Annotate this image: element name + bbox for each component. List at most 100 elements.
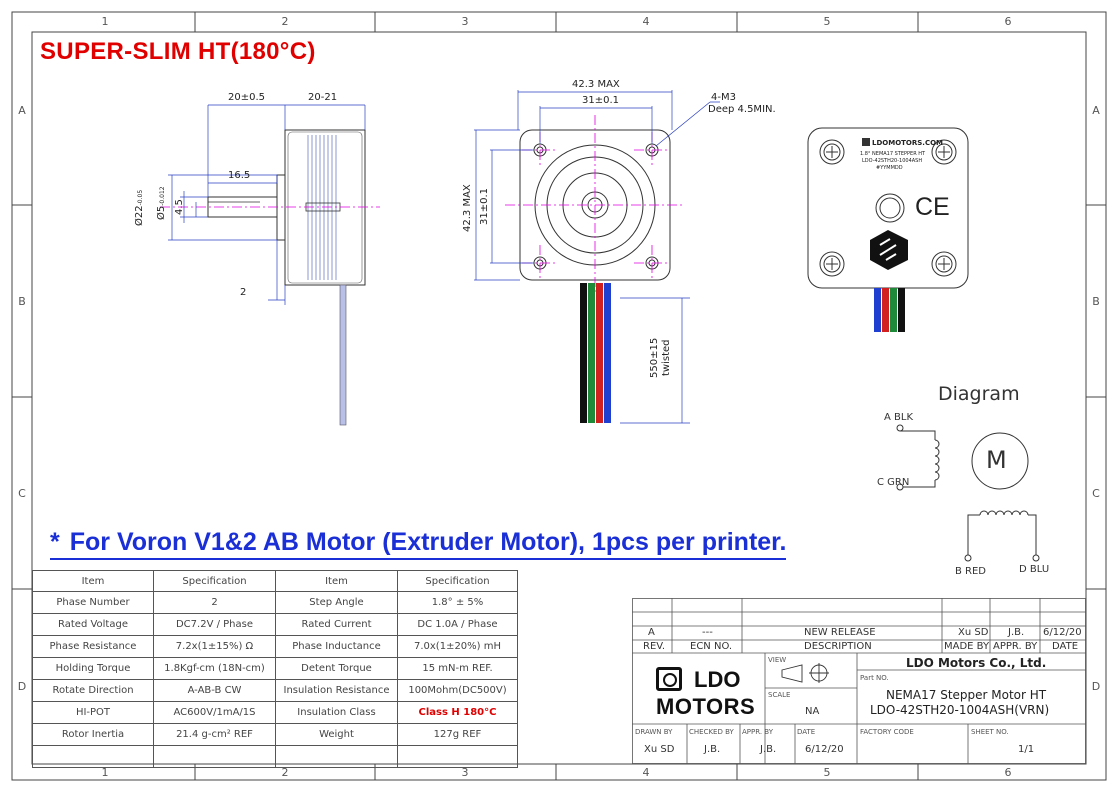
thread-depth: Deep 4.5MIN.	[708, 104, 776, 115]
table-cell: 1.8° ± 5%	[397, 591, 518, 614]
drawn-by-label: DRAWN BY	[635, 728, 673, 736]
part-name: NEMA17 Stepper Motor HT	[886, 688, 1047, 702]
zone-row-b-right: B	[1092, 295, 1100, 308]
zone-row-d-left: D	[17, 680, 27, 693]
appr-by-label: APPR. BY	[742, 728, 773, 736]
motor-symbol: M	[986, 446, 1007, 474]
page-title: SUPER-SLIM HT(180°C)	[40, 38, 316, 65]
table-cell: 2	[153, 591, 276, 614]
zone-col-1-top: 1	[101, 15, 109, 28]
hdr-date: DATE	[1052, 641, 1079, 652]
date-label: DATE	[797, 728, 816, 736]
table-cell: 127g REF	[397, 723, 518, 746]
table-cell: Item	[275, 570, 398, 592]
scale-value: NA	[805, 706, 820, 717]
logo-text-top: LDO	[694, 667, 741, 692]
wiring-diagram	[896, 424, 1040, 562]
table-cell: Rated Current	[275, 613, 398, 636]
table-cell: 7.0x(1±20%) mH	[397, 635, 518, 658]
diagram-title: Diagram	[938, 383, 1020, 405]
table-row: Phase Number 2 Step Angle 1.8° ± 5%	[32, 591, 518, 614]
zone-col-3-top: 3	[461, 15, 469, 28]
logo-text-bottom: MOTORS	[656, 694, 756, 719]
table-cell: A-AB-B CW	[153, 679, 276, 702]
lead-b-label: B RED	[955, 566, 987, 577]
date-value: 6/12/20	[805, 744, 844, 755]
table-cell: Insulation Class	[275, 701, 398, 724]
dim-hole-spacing-vertical: 31±0.1	[479, 187, 490, 225]
hdr-made-by: MADE BY	[944, 641, 990, 652]
label-line-1: 1.8° NEMA17 STEPPER HT	[860, 151, 926, 157]
front-view-drawing	[474, 90, 720, 424]
table-cell: Class H 180°C	[397, 701, 518, 724]
hdr-description: DESCRIPTION	[804, 641, 872, 652]
sheet-no-label: SHEET NO.	[971, 728, 1009, 736]
zone-row-b-left: B	[18, 295, 26, 308]
zone-row-a-left: A	[18, 104, 26, 117]
sheet-no: 1/1	[1018, 744, 1035, 755]
table-cell: 1.8Kgf-cm (18N-cm)	[153, 657, 276, 680]
zone-col-2-bottom: 2	[281, 766, 289, 779]
dim-boss-diameter: Ø22-0.05	[134, 189, 145, 226]
hdr-ecn: ECN NO.	[690, 641, 733, 652]
table-cell: AC600V/1mA/1S	[153, 701, 276, 724]
zone-row-c-right: C	[1092, 487, 1100, 500]
zone-col-4-top: 4	[642, 15, 650, 28]
dim-boss-height: 2	[240, 287, 247, 298]
dim-hole-spacing: 31±0.1	[582, 95, 620, 106]
table-row	[32, 745, 518, 768]
dim-lead-length: 550±15	[649, 337, 660, 378]
rev-value: A	[648, 627, 655, 638]
table-cell: 100Mohm(DC500V)	[397, 679, 518, 702]
lead-d-label: D BLU	[1019, 564, 1050, 575]
label-line-3: #YYMMDD	[876, 165, 903, 171]
table-cell	[397, 745, 518, 768]
dim-flat-depth: 4.5	[174, 199, 185, 215]
label-line-2: LDO-42STH20-1004ASH	[862, 158, 923, 164]
table-row: Holding Torque 1.8Kgf-cm (18N-cm) Detent…	[32, 657, 518, 680]
note-text: For Voron V1&2 AB Motor (Extruder Motor)…	[69, 528, 787, 556]
part-no-label: Part NO.	[860, 674, 889, 682]
lead-twisted-note: twisted	[661, 339, 672, 376]
table-cell: DC7.2V / Phase	[153, 613, 276, 636]
dim-shaft-length: 20±0.5	[228, 92, 266, 103]
zone-col-6-bottom: 6	[1004, 766, 1012, 779]
ecn-value: ---	[702, 627, 713, 638]
table-cell: Phase Number	[32, 591, 154, 614]
scale-label: SCALE	[768, 691, 791, 699]
table-row: Rotor Inertia 21.4 g-cm² REF Weight 127g…	[32, 723, 518, 746]
rev-appr-by: J.B.	[1008, 627, 1025, 638]
table-cell	[275, 745, 398, 768]
label-view-drawing	[807, 127, 969, 332]
table-cell: Insulation Resistance	[275, 679, 398, 702]
rev-description: NEW RELEASE	[804, 627, 876, 638]
note-star: *	[50, 528, 60, 556]
table-row: HI-POT AC600V/1mA/1S Insulation Class Cl…	[32, 701, 518, 724]
usage-note: * For Voron V1&2 AB Motor (Extruder Motor…	[50, 528, 787, 560]
table-cell: 21.4 g-cm² REF	[153, 723, 276, 746]
zone-col-5-top: 5	[823, 15, 831, 28]
table-cell: Rated Voltage	[32, 613, 154, 636]
spec-header-row: Item Specification Item Specification	[32, 570, 518, 592]
table-cell	[32, 745, 154, 768]
table-row: Rated Voltage DC7.2V / Phase Rated Curre…	[32, 613, 518, 636]
table-cell: Step Angle	[275, 591, 398, 614]
side-view-drawing	[160, 104, 380, 426]
zone-col-5-bottom: 5	[823, 766, 831, 779]
lead-a-label: A BLK	[884, 412, 914, 423]
table-cell: Holding Torque	[32, 657, 154, 680]
table-cell: Specification	[397, 570, 518, 592]
table-cell: Detent Torque	[275, 657, 398, 680]
zone-row-a-right: A	[1092, 104, 1100, 117]
table-cell: 7.2x(1±15%) Ω	[153, 635, 276, 658]
zone-col-2-top: 2	[281, 15, 289, 28]
spec-table: Item Specification Item Specification Ph…	[32, 570, 518, 768]
view-label: VIEW	[768, 656, 787, 664]
zone-row-c-left: C	[18, 487, 26, 500]
appr-by: J.B.	[760, 744, 777, 755]
dim-shaft-diameter: Ø5-0.012	[156, 186, 167, 220]
table-row: Phase Resistance 7.2x(1±15%) Ω Phase Ind…	[32, 635, 518, 658]
company-name: LDO Motors Co., Ltd.	[906, 656, 1047, 670]
factory-code-label: FACTORY CODE	[860, 728, 914, 736]
